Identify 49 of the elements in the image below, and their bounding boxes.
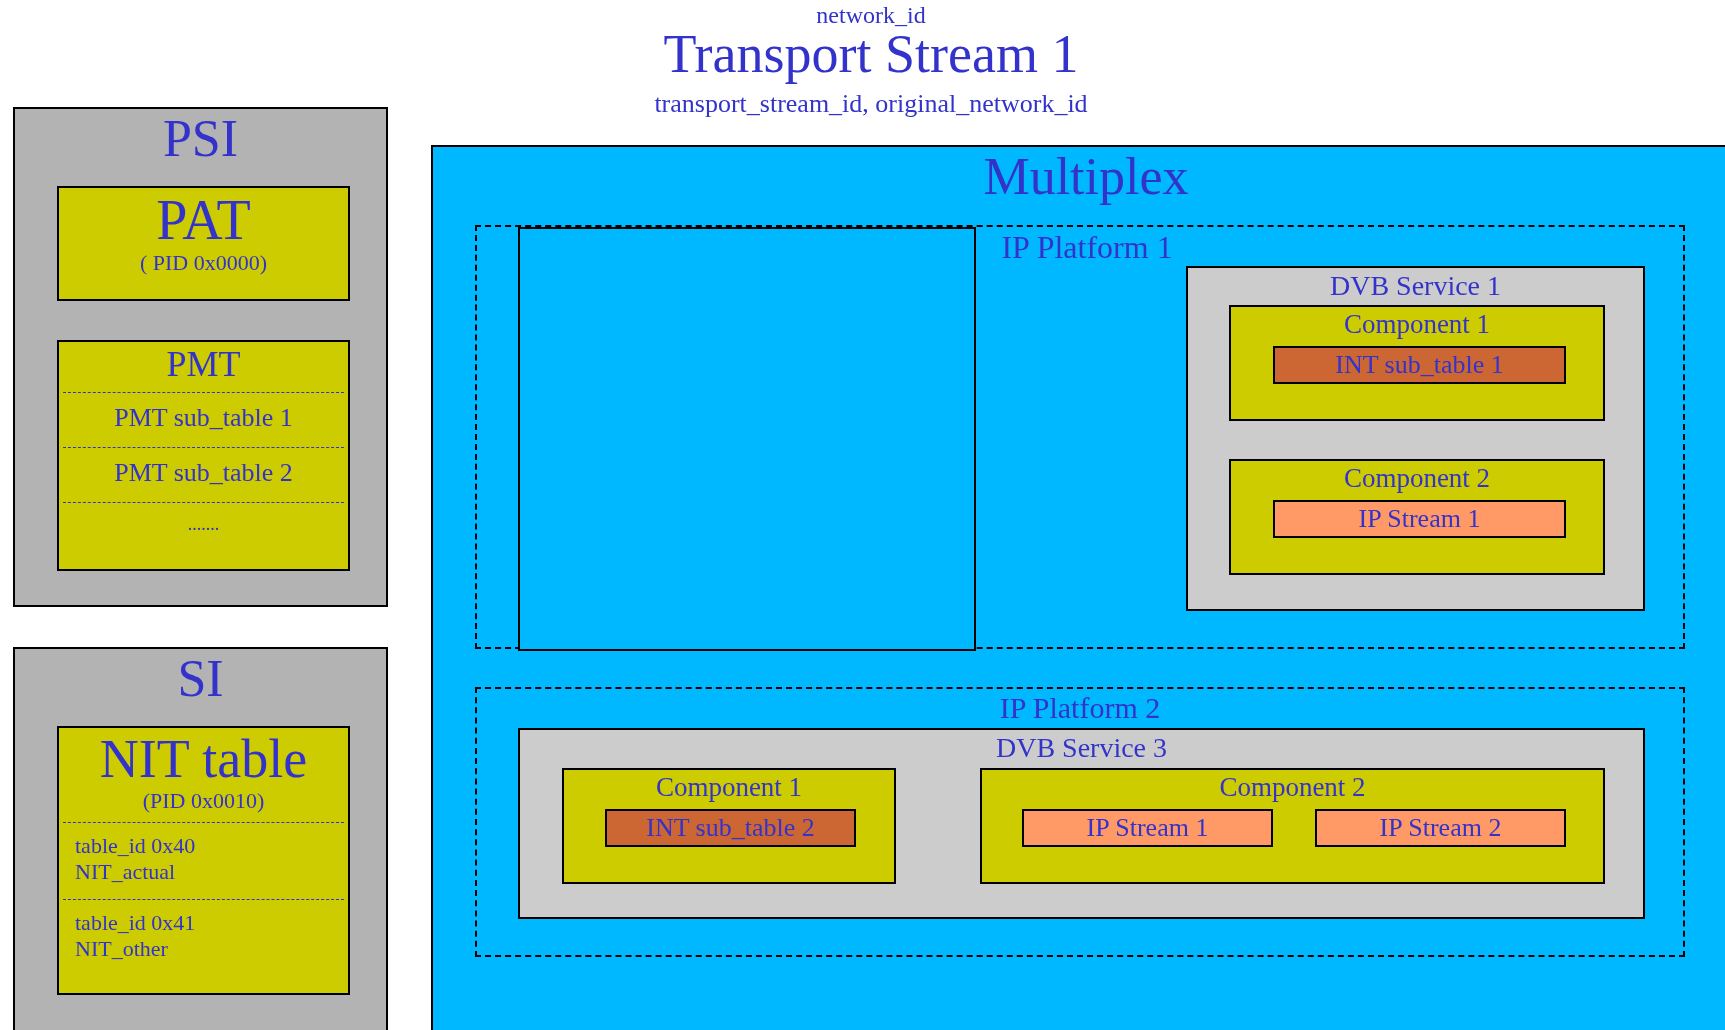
table-title: PMT xyxy=(165,343,242,384)
empty-box xyxy=(518,227,976,651)
table-group-panel xyxy=(13,107,388,607)
sub-table-box xyxy=(605,809,856,847)
subtitle-label: network_id xyxy=(815,2,927,28)
ellipsis: ....... xyxy=(63,502,344,541)
panel-title: PSI xyxy=(161,109,240,167)
component-box xyxy=(1229,459,1605,575)
stream-label: IP Stream 2 xyxy=(1378,812,1503,844)
table-title: NIT table xyxy=(98,728,309,788)
stream-box xyxy=(1273,500,1566,538)
platform-label: IP Platform 2 xyxy=(998,690,1162,725)
stream-label: IP Stream 1 xyxy=(1357,503,1482,535)
stream-box xyxy=(1315,809,1566,847)
platform-label: IP Platform 1 xyxy=(1000,228,1174,265)
component-label: Component 2 xyxy=(1218,771,1367,803)
table-id-label: table_id 0x40 NIT_actual xyxy=(63,822,344,891)
sub-table-label: INT sub_table 1 xyxy=(1334,349,1505,381)
service-box xyxy=(518,728,1645,919)
service-box xyxy=(1186,266,1645,611)
component-label: Component 1 xyxy=(1342,308,1492,340)
service-label: DVB Service 3 xyxy=(994,731,1169,764)
table-box xyxy=(57,726,350,995)
component-box xyxy=(1229,305,1605,421)
diagram-title: Transport Stream 1 xyxy=(662,26,1080,82)
sub-table-label: PMT sub_table 1 xyxy=(63,392,344,439)
stream-label: IP Stream 1 xyxy=(1085,812,1210,844)
platform-region xyxy=(475,225,1685,649)
component-label: Component 2 xyxy=(1342,462,1492,494)
pid-label: (PID 0x0010) xyxy=(141,788,266,814)
subtitle-label: transport_stream_id, original_network_id xyxy=(653,90,1089,118)
panel-title: Multiplex xyxy=(982,147,1190,205)
panel-title: SI xyxy=(176,649,225,707)
sub-table-box xyxy=(1273,346,1566,384)
stream-box xyxy=(1022,809,1273,847)
multiplex-panel xyxy=(431,145,1725,1030)
table-box xyxy=(57,186,350,301)
table-id-label: table_id 0x41 NIT_other xyxy=(63,899,344,968)
table-box xyxy=(57,340,350,571)
sub-table-label: INT sub_table 2 xyxy=(645,812,816,844)
component-box xyxy=(980,768,1605,884)
component-box xyxy=(562,768,896,884)
component-label: Component 1 xyxy=(654,771,804,803)
pid-label: ( PID 0x0000) xyxy=(138,250,269,276)
sub-table-label: PMT sub_table 2 xyxy=(63,447,344,494)
table-title: PAT xyxy=(155,188,252,250)
table-group-panel xyxy=(13,647,388,1030)
service-label: DVB Service 1 xyxy=(1328,269,1503,302)
platform-region xyxy=(475,687,1685,957)
